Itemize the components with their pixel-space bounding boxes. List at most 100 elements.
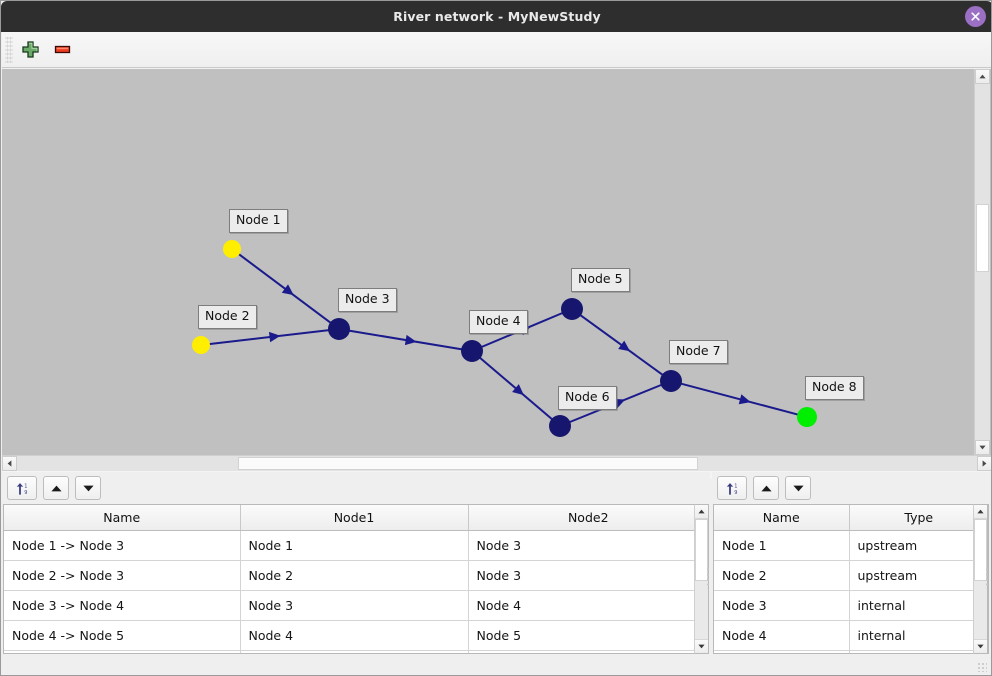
graph-node[interactable]	[192, 336, 210, 354]
table-cell[interactable]: Node 3	[468, 560, 708, 591]
nodes-scroll-down-icon[interactable]	[974, 639, 987, 653]
table-cell[interactable]: Node 4	[714, 620, 850, 651]
graph-node-label[interactable]: Node 2	[198, 305, 257, 329]
table-cell[interactable]: Node 1	[714, 530, 850, 561]
column-header[interactable]: Node2	[468, 505, 708, 531]
branches-pane-resize-grip[interactable]	[706, 567, 710, 589]
column-header[interactable]: Node1	[240, 505, 469, 531]
graph-node-label[interactable]: Node 1	[229, 209, 288, 233]
graph-node-label[interactable]: Node 3	[338, 288, 397, 312]
table-cell[interactable]	[849, 650, 988, 653]
table-cell[interactable]	[468, 650, 708, 653]
graph-node-label[interactable]: Node 4	[469, 310, 528, 334]
sort-ascending-icon: 1 9	[16, 482, 27, 496]
nodes-scroll-up-icon[interactable]	[974, 505, 987, 519]
graph-node[interactable]	[223, 240, 241, 258]
graph-node[interactable]	[797, 407, 817, 427]
canvas-vertical-scrollbar[interactable]	[974, 69, 990, 455]
table-cell[interactable]: upstream	[849, 560, 988, 591]
scroll-right-icon[interactable]	[977, 456, 991, 471]
table-cell[interactable]: internal	[849, 620, 988, 651]
table-cell[interactable]: Node 4 -> Node 5	[4, 620, 241, 651]
graph-node[interactable]	[549, 415, 571, 437]
toolbar-drag-handle[interactable]	[5, 36, 13, 63]
scroll-up-icon[interactable]	[975, 69, 990, 84]
graph-node[interactable]	[660, 370, 682, 392]
column-header[interactable]: Name	[714, 505, 850, 531]
edge-arrowhead	[404, 334, 417, 346]
nodes-toolbar: 1 9	[712, 472, 811, 504]
table-cell[interactable]: Node 4	[468, 590, 708, 621]
table-cell[interactable]: internal	[849, 590, 988, 621]
add-node-button[interactable]	[15, 35, 45, 65]
scroll-down-icon[interactable]	[975, 440, 990, 455]
table-cell[interactable]: Node 2	[714, 560, 850, 591]
table-cell[interactable]	[4, 650, 241, 653]
nodes-table-scrollbar[interactable]	[973, 504, 988, 654]
table-cell[interactable]: Node 2	[240, 560, 469, 591]
nodes-pane-resize-grip[interactable]	[985, 567, 989, 589]
nodes-move-down-button[interactable]	[785, 476, 811, 500]
column-header[interactable]: Type	[849, 505, 988, 531]
table-cell[interactable]: Node 4	[240, 620, 469, 651]
branches-scroll-down-icon[interactable]	[695, 639, 708, 653]
branches-sort-button[interactable]: 1 9	[7, 476, 37, 500]
main-toolbar	[2, 32, 991, 68]
branches-scroll-thumb[interactable]	[695, 519, 708, 581]
branches-toolbar: 1 9	[2, 472, 101, 504]
table-cell[interactable]: Node 3	[240, 590, 469, 621]
nodes-scroll-thumb[interactable]	[974, 519, 987, 581]
edge-line[interactable]	[237, 252, 332, 324]
remove-node-button[interactable]	[47, 35, 77, 65]
canvas-vscroll-thumb[interactable]	[976, 204, 989, 272]
table-cell[interactable]	[240, 650, 469, 653]
column-header[interactable]: Name	[4, 505, 241, 531]
sort-ascending-icon: 1 9	[726, 482, 737, 496]
edge-line[interactable]	[348, 329, 463, 351]
graph-node-label[interactable]: Node 7	[669, 340, 728, 364]
table-cell[interactable]: Node 5	[468, 620, 708, 651]
edge-line[interactable]	[208, 329, 330, 346]
graph-node[interactable]	[328, 318, 350, 340]
nodes-move-up-button[interactable]	[753, 476, 779, 500]
table-cell[interactable]: Node 1 -> Node 3	[4, 530, 241, 561]
branches-table-scrollbar[interactable]	[694, 504, 709, 654]
graph-node-label[interactable]: Node 5	[571, 268, 630, 292]
branches-scroll-up-icon[interactable]	[695, 505, 708, 519]
table-cell[interactable]: Node 3	[468, 530, 708, 561]
graph-node-label[interactable]: Node 8	[805, 376, 864, 400]
network-diagram-canvas[interactable]: Node 1 Node 2 Node 3 Node 4 Node 5 Node 6 Node…	[2, 69, 991, 455]
graph-node-label[interactable]: Node 6	[558, 386, 617, 410]
branches-move-down-button[interactable]	[75, 476, 101, 500]
canvas-horizontal-scrollbar[interactable]	[2, 455, 991, 471]
table-row[interactable]	[714, 650, 988, 653]
table-cell[interactable]: Node 2 -> Node 3	[4, 560, 241, 591]
scroll-left-icon[interactable]	[2, 456, 17, 471]
nodes-sort-button[interactable]: 1 9	[717, 476, 747, 500]
table-cell[interactable]	[714, 650, 850, 653]
canvas-hscroll-thumb[interactable]	[238, 457, 698, 470]
table-cell[interactable]: Node 3 -> Node 4	[4, 590, 241, 621]
graph-node[interactable]	[461, 340, 483, 362]
table-cell[interactable]: upstream	[849, 530, 988, 561]
branches-move-up-button[interactable]	[43, 476, 69, 500]
svg-text:1: 1	[24, 483, 27, 489]
edge-line[interactable]	[680, 382, 799, 416]
graph-node[interactable]	[561, 298, 583, 320]
table-cell[interactable]: Node 1	[240, 530, 469, 561]
table-cell[interactable]: Node 3	[714, 590, 850, 621]
window-resize-grip[interactable]	[977, 662, 987, 672]
table-row[interactable]	[4, 650, 708, 653]
close-icon[interactable]	[965, 6, 986, 27]
